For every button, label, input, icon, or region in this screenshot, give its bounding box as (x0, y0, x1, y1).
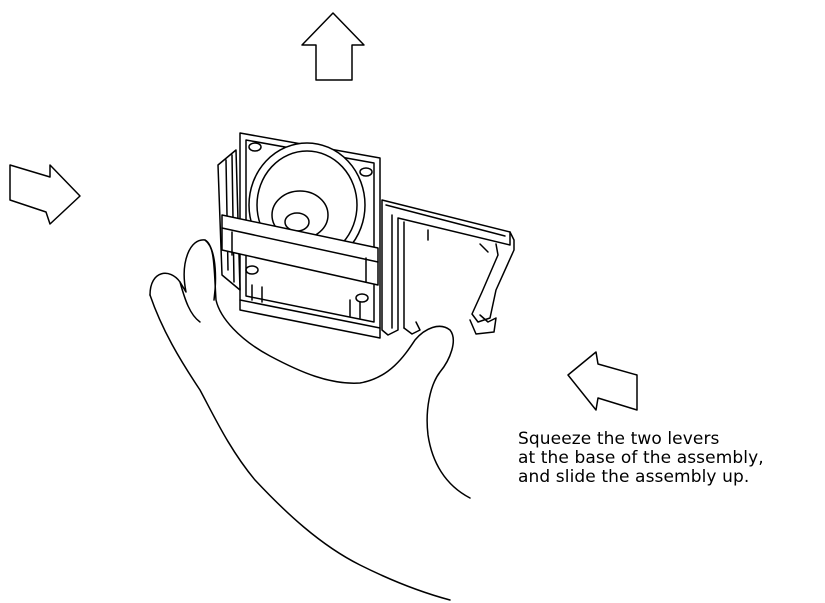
up-arrow-icon (301, 12, 365, 81)
lever-bracket (381, 199, 515, 336)
left-arrow-icon (567, 351, 638, 411)
right-arrow-icon (9, 164, 81, 225)
instruction-caption: Squeeze the two levers at the base of th… (518, 430, 818, 487)
caption-line-1: Squeeze the two levers (518, 429, 720, 449)
caption-line-3: and slide the assembly up. (518, 467, 750, 487)
caption-line-2: at the base of the assembly, (518, 448, 764, 468)
fan-assembly (217, 132, 381, 339)
hand-illustration (149, 239, 471, 601)
